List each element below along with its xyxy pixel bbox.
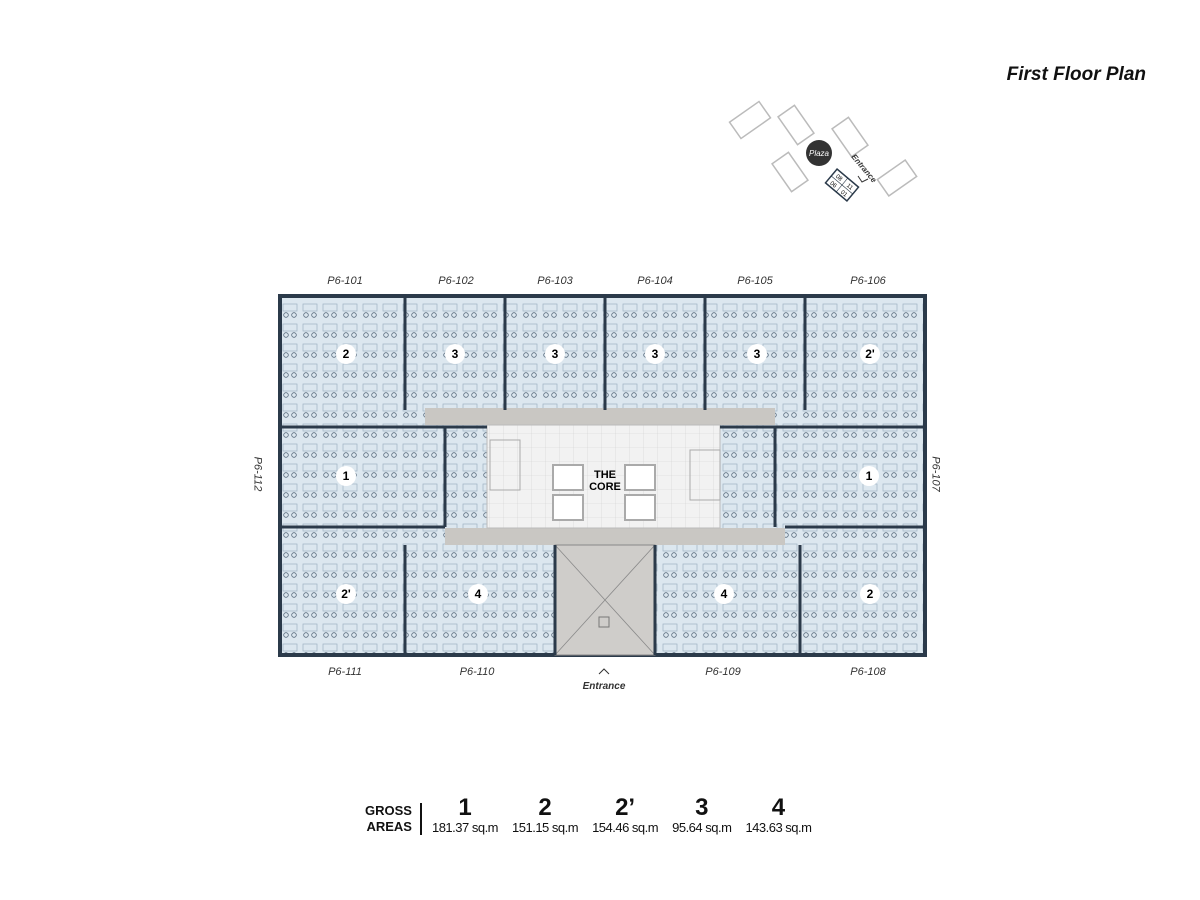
core-label: CORE bbox=[589, 481, 621, 493]
entrance-label: Entrance bbox=[583, 681, 626, 692]
site-key-map: Plaza Entrance 08 11 06 01 bbox=[728, 100, 918, 202]
building-code: 08 bbox=[834, 174, 843, 183]
corridor bbox=[445, 528, 785, 545]
legend-area: 151.15 sq.m bbox=[512, 820, 579, 835]
core bbox=[486, 424, 721, 529]
site-building bbox=[831, 116, 869, 158]
building-code: 11 bbox=[845, 183, 854, 192]
unit-type-badge: 1 bbox=[343, 469, 350, 483]
unit-type-badge: 1 bbox=[866, 469, 873, 483]
legend-type: 2’ bbox=[615, 794, 636, 821]
unit-type-badge: 2 bbox=[867, 587, 874, 601]
site-building bbox=[728, 100, 772, 140]
site-building bbox=[771, 151, 809, 193]
legend-area: 154.46 sq.m bbox=[592, 820, 659, 835]
unit-label: P6-103 bbox=[537, 275, 573, 287]
legend-type: 2 bbox=[538, 794, 552, 821]
unit-type-badge: 2 bbox=[343, 347, 350, 361]
unit-label: P6-110 bbox=[459, 666, 495, 678]
unit-label: P6-105 bbox=[737, 275, 773, 287]
legend-area: 95.64 sq.m bbox=[672, 820, 732, 835]
legend-type: 4 bbox=[771, 794, 786, 821]
elevator bbox=[552, 464, 584, 491]
unit-label: P6-104 bbox=[637, 275, 673, 287]
legend-area: 143.63 sq.m bbox=[745, 820, 812, 835]
legend-area: 181.37 sq.m bbox=[431, 820, 499, 835]
legend-heading-line: AREAS bbox=[366, 819, 412, 834]
site-building bbox=[876, 159, 918, 197]
elevator bbox=[624, 494, 656, 521]
legend-type: 1 bbox=[458, 794, 472, 821]
core-label: THE bbox=[594, 469, 616, 481]
unit-type-badge: 3 bbox=[552, 347, 559, 361]
stair bbox=[689, 449, 721, 501]
unit-label: P6-111 bbox=[328, 666, 362, 678]
unit-label: P6-101 bbox=[327, 275, 363, 287]
stair bbox=[489, 439, 521, 491]
unit-type-badge: 2' bbox=[341, 587, 351, 601]
entrance-arrow-icon bbox=[857, 175, 869, 183]
unit-label: P6-109 bbox=[705, 666, 741, 678]
unit-label: P6-102 bbox=[438, 275, 474, 287]
entrance-arrow-icon bbox=[598, 668, 610, 675]
floor-plan: THE CORE 2 3 3 3 3 2' 1 1 2' 4 4 2 Entra… bbox=[278, 294, 927, 692]
plaza-label: Plaza bbox=[809, 149, 830, 158]
plaza-icon bbox=[806, 140, 832, 166]
corridor bbox=[425, 408, 775, 425]
legend-item: 2’154.46 sq.m bbox=[592, 794, 659, 836]
unit-type-badge: 3 bbox=[452, 347, 459, 361]
legend-type: 3 bbox=[695, 794, 709, 821]
unit-label: P6-108 bbox=[850, 666, 886, 678]
legend-heading-line: GROSS bbox=[365, 803, 412, 818]
site-building bbox=[777, 104, 815, 146]
page-title: First Floor Plan bbox=[1006, 64, 1146, 85]
unit-type-badge: 4 bbox=[721, 587, 728, 601]
unit-label: P6-106 bbox=[850, 275, 886, 287]
unit-type-badge: 4 bbox=[475, 587, 482, 601]
unit-walls bbox=[280, 296, 925, 655]
elevator bbox=[552, 494, 584, 521]
legend-heading: GROSS AREAS bbox=[365, 803, 422, 835]
unit-type-badge: 3 bbox=[754, 347, 761, 361]
unit-type-badge: 2' bbox=[865, 347, 875, 361]
building-code: 06 bbox=[828, 181, 837, 190]
building-code: 01 bbox=[839, 190, 848, 199]
elevator bbox=[624, 464, 656, 491]
unit-type-badge: 3 bbox=[652, 347, 659, 361]
